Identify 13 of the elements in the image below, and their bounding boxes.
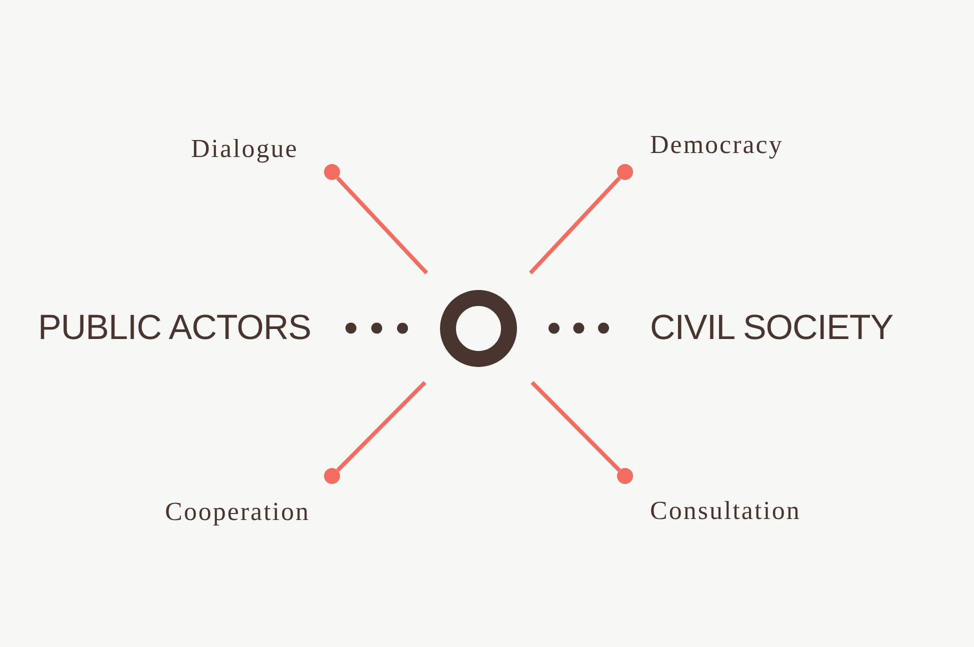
connector-line: [336, 381, 426, 472]
dotted-connector: [548, 322, 610, 334]
center-ring: [440, 290, 517, 367]
node-label: CIVIL SOCIETY: [650, 310, 894, 345]
caption-label: Democracy: [650, 132, 784, 158]
caption-label: Dialogue: [191, 136, 298, 162]
caption-label: Consultation: [650, 498, 801, 524]
connector-line: [336, 176, 428, 274]
dotted-connector: [345, 322, 408, 334]
caption-label: Cooperation: [165, 499, 310, 525]
node-label: PUBLIC ACTORS: [38, 310, 311, 345]
connector-line: [530, 381, 621, 472]
connector-line: [528, 176, 621, 274]
